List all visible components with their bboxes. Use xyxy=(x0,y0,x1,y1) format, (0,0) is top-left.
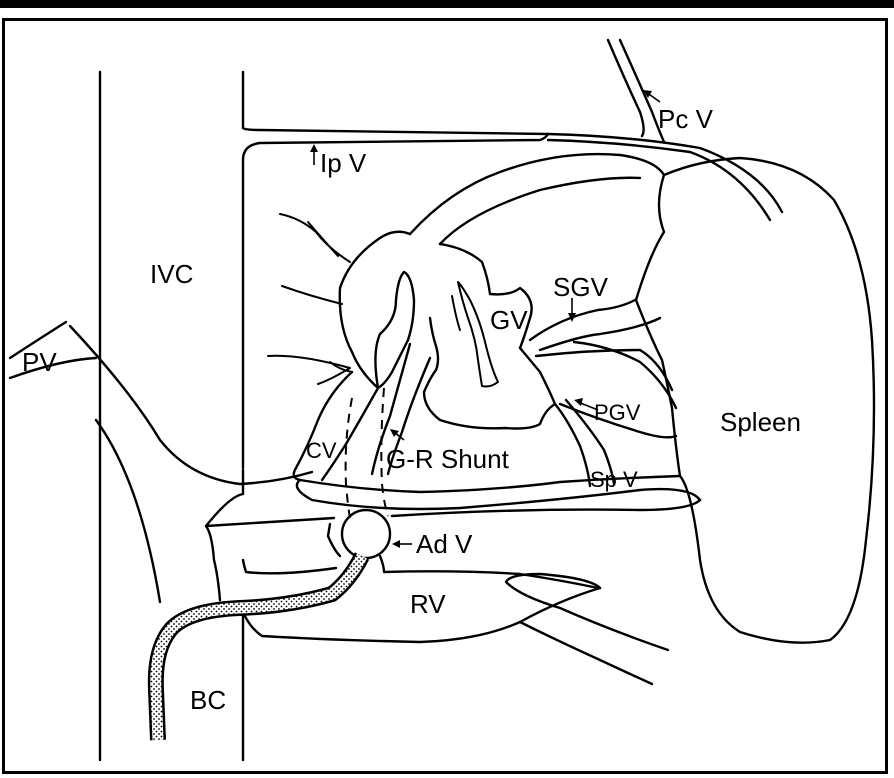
label-pv: PV xyxy=(22,347,57,377)
label-bc: BC xyxy=(190,685,226,715)
label-pgv: PGV xyxy=(594,400,641,425)
label-gv: GV xyxy=(490,305,528,335)
label-sp-v: Sp V xyxy=(590,467,638,492)
label-ivc: IVC xyxy=(150,259,193,289)
short-gastric-vessels xyxy=(410,154,664,244)
adrenal-vein-circle xyxy=(342,510,390,558)
balloon-catheter xyxy=(156,556,362,740)
splenic-vein xyxy=(297,476,700,509)
label-cv: CV xyxy=(306,438,337,463)
label-rv: RV xyxy=(410,589,446,619)
label-pc-v: Pc V xyxy=(658,104,714,134)
label-ad-v: Ad V xyxy=(416,529,473,559)
label-gr-shunt: G-R Shunt xyxy=(386,444,510,474)
renal-vein xyxy=(206,494,700,684)
label-sgv: SGV xyxy=(553,272,609,302)
label-ip-v: Ip V xyxy=(320,148,367,178)
gv-spleen-connections xyxy=(530,300,676,486)
label-spleen: Spleen xyxy=(720,407,801,437)
